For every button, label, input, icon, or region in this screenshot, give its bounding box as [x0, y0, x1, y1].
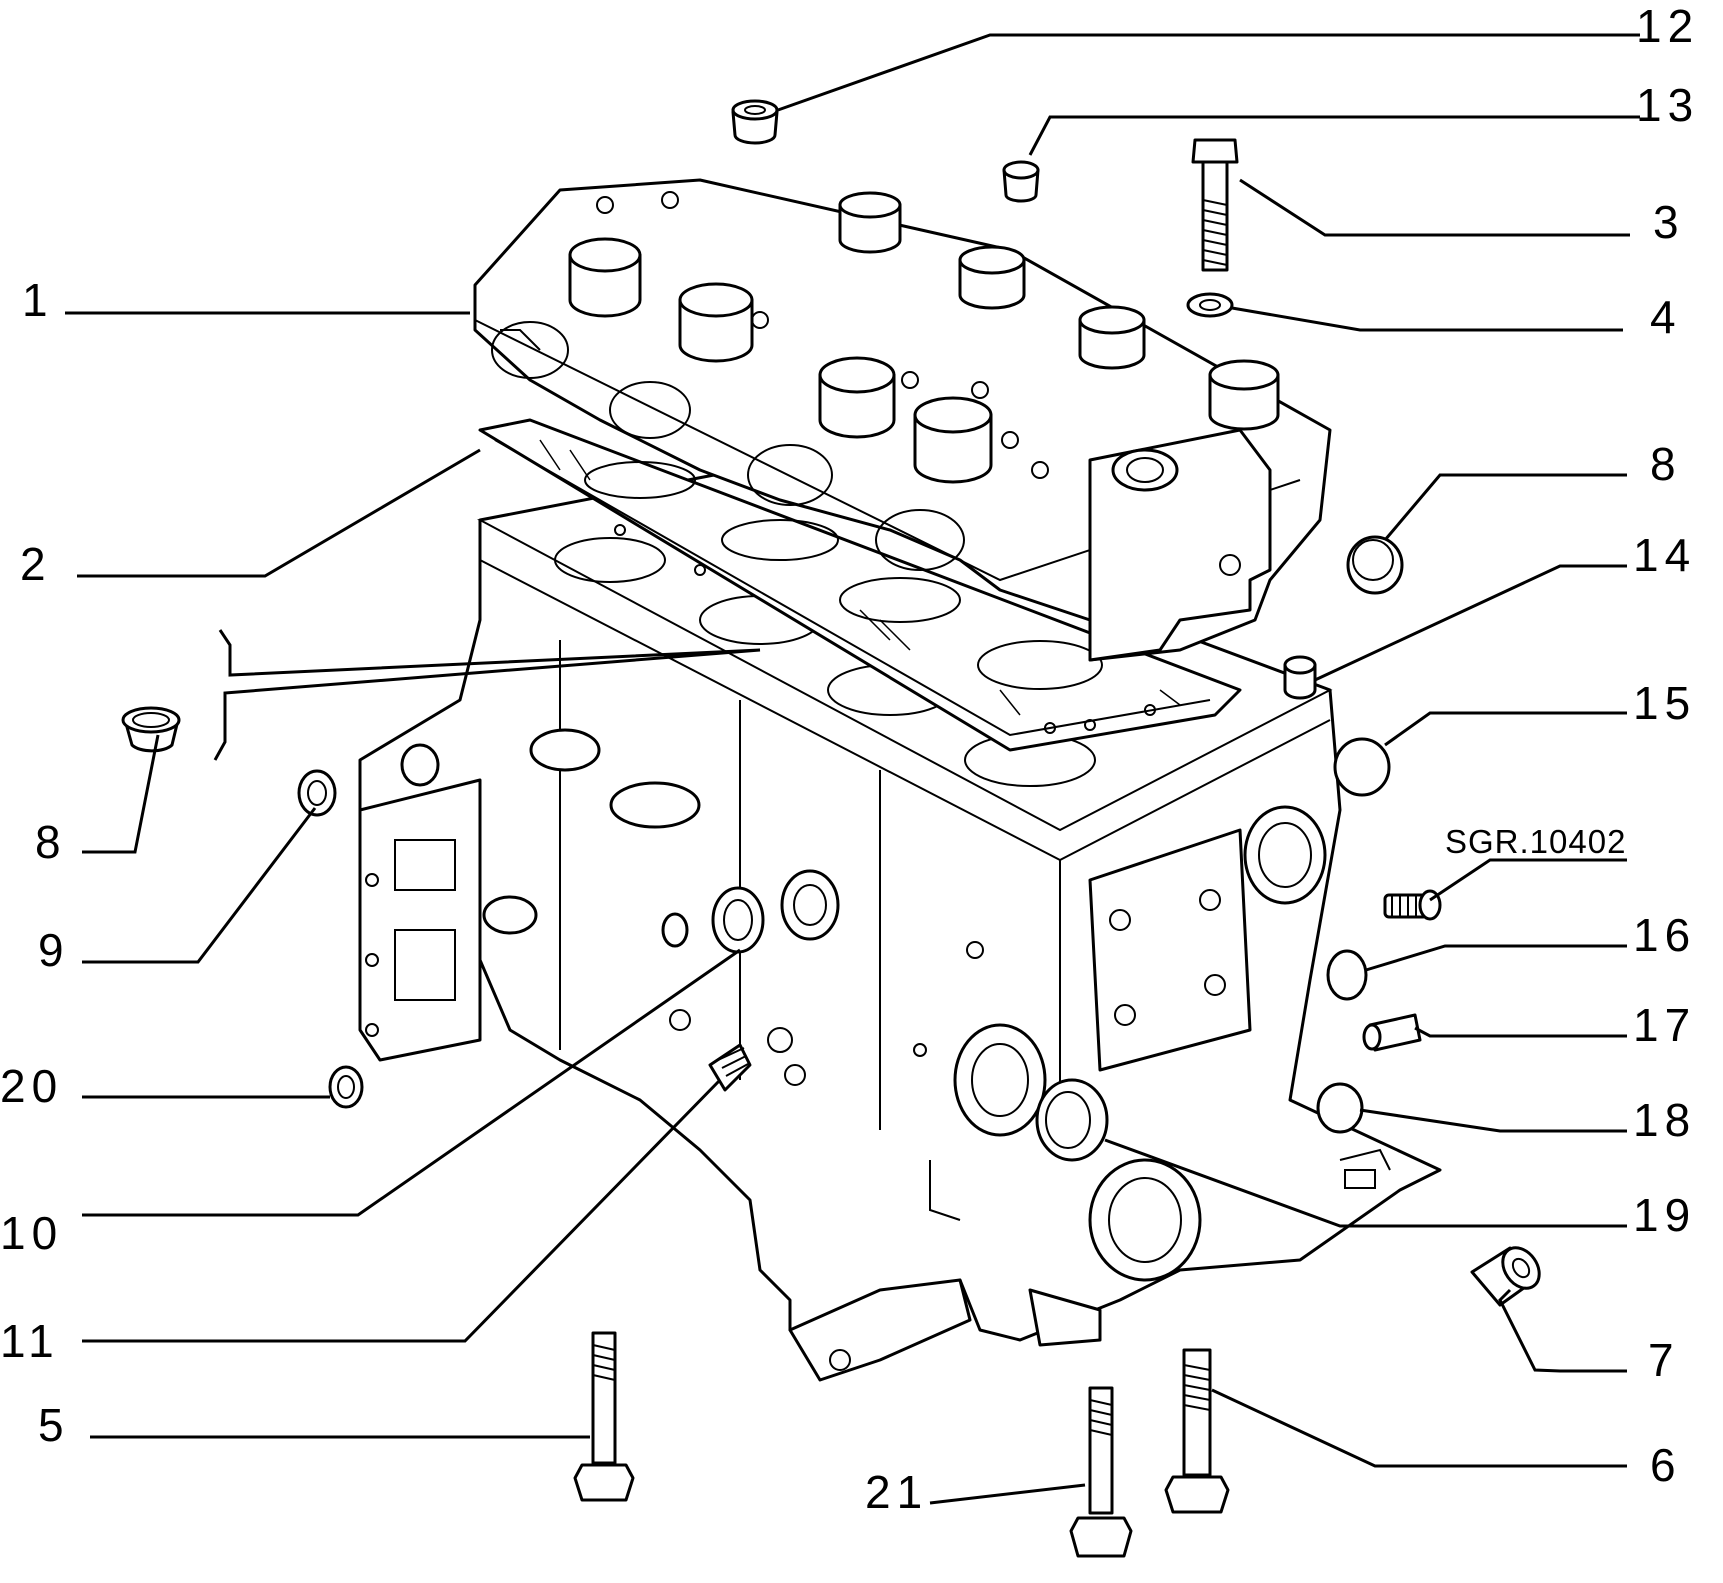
callout-labels: 1 2 3 4 5 6 7 8 8 9 10 11 12 13 14 15 16… — [0, 0, 1699, 1518]
part-5-stud — [573, 1331, 635, 1502]
part-3-head-bolt — [1191, 138, 1239, 272]
part-14-dowel — [1283, 655, 1317, 700]
part-9-seal — [297, 769, 337, 817]
callout-7: 7 — [1648, 1334, 1680, 1386]
cam-tower — [838, 191, 902, 254]
callout-15: 15 — [1633, 677, 1696, 729]
part-7-sleeve — [1470, 1246, 1541, 1307]
part-6-stud — [1164, 1348, 1230, 1514]
valve-lifter — [913, 396, 993, 484]
callout-4: 4 — [1650, 291, 1682, 343]
callout-1: 1 — [22, 274, 54, 326]
valve-lifter — [568, 237, 642, 318]
part-8-cup-plug-left — [121, 706, 181, 753]
part-4-washer — [1186, 292, 1234, 318]
callout-14: 14 — [1633, 529, 1696, 581]
part-15-plug — [1333, 737, 1391, 797]
callout-2: 2 — [20, 538, 52, 590]
callout-12: 12 — [1636, 0, 1699, 52]
reference-code: SGR.10402 — [1445, 823, 1626, 860]
callout-20: 20 — [0, 1060, 63, 1112]
part-18-plug — [1316, 1082, 1364, 1134]
cam-tower — [1078, 305, 1146, 370]
callout-17: 17 — [1633, 999, 1696, 1051]
part-screw — [1383, 889, 1442, 921]
part-16-plug — [1326, 949, 1368, 1001]
callout-5: 5 — [38, 1399, 70, 1451]
part-12-plug — [731, 99, 779, 145]
part-10-seal-ring — [711, 886, 765, 954]
part-20-seal — [328, 1065, 364, 1109]
callout-16: 16 — [1633, 909, 1696, 961]
cam-tower — [1208, 359, 1280, 431]
callout-19: 19 — [1633, 1189, 1696, 1241]
cam-tower — [958, 245, 1026, 310]
part-21-stud — [1069, 1386, 1133, 1558]
callout-9: 9 — [38, 924, 70, 976]
part-13-plug — [1002, 160, 1040, 203]
valve-lifter — [678, 282, 754, 363]
leader-lines — [65, 33, 1640, 1505]
part-17-sleeve — [1362, 1013, 1422, 1052]
callout-8-left: 8 — [35, 816, 67, 868]
part-19-seal-ring — [1035, 1078, 1109, 1162]
head-gasket — [478, 418, 1242, 752]
callout-18: 18 — [1633, 1094, 1696, 1146]
callout-10: 10 — [0, 1207, 63, 1259]
callout-11: 11 — [0, 1315, 60, 1367]
callout-8-right: 8 — [1650, 438, 1682, 490]
callout-6: 6 — [1650, 1439, 1682, 1491]
valve-lifter — [818, 356, 896, 439]
callout-13: 13 — [1636, 79, 1699, 131]
part-8-cup-plug-right — [1346, 535, 1404, 595]
callout-3: 3 — [1653, 196, 1685, 248]
cylinder-head — [473, 178, 1332, 662]
callout-21: 21 — [865, 1466, 928, 1518]
